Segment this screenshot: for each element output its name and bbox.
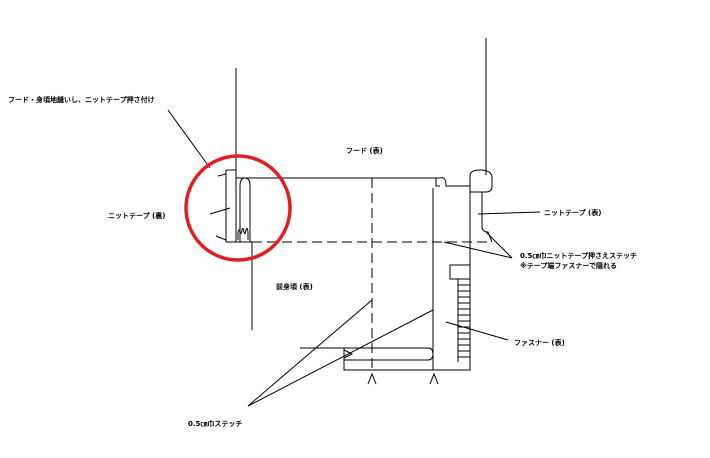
leader-stitch-05-b [247,309,434,407]
leader-hood-body [167,109,211,169]
label-knit-tape-left: ニットテープ (裏) [108,211,165,220]
hood-right-top [435,178,440,187]
hood-curl [469,169,493,193]
knit-tape-left-fold [239,177,251,242]
label-hood-body-sewing: フード・身頃地縫いし、ニットテープ押さ付け [8,95,155,104]
label-stitch-note-1: 0.5㎝巾ニットテープ押さえステッチ [520,251,637,260]
highlight-circle [184,154,292,262]
leader-stitch-05-a [247,299,373,407]
label-zipper: ファスナー (表) [514,338,565,347]
knit-tape-right [470,191,493,243]
wave-stitch [237,227,249,240]
leader-stitch-note-a [443,241,513,259]
leader-knit-right [477,211,541,215]
bottom-slit [300,347,434,361]
leader-stitch-note-b [485,231,513,259]
label-hood-front: フード (表) [346,146,383,155]
leader-knit-left-b [215,235,227,241]
bottom-mark-right [429,372,439,385]
leader-zipper [445,321,509,341]
zipper-pull [449,264,471,280]
label-body-front: 前身頃 (表) [276,282,313,291]
leader-knit-left [209,207,231,215]
bottom-slit-end [343,349,354,359]
bottom-mark-left [367,372,377,385]
leader-hood-body-a [217,173,227,177]
label-stitch-05: 0.5㎝巾ステッチ [188,419,242,428]
label-stitch-note-2: ※テープ端ファスナーで隠れる [520,261,617,270]
hood-outline [226,169,471,371]
zipper-teeth [458,284,470,358]
label-knit-tape-right: ニットテープ (表) [544,208,601,217]
